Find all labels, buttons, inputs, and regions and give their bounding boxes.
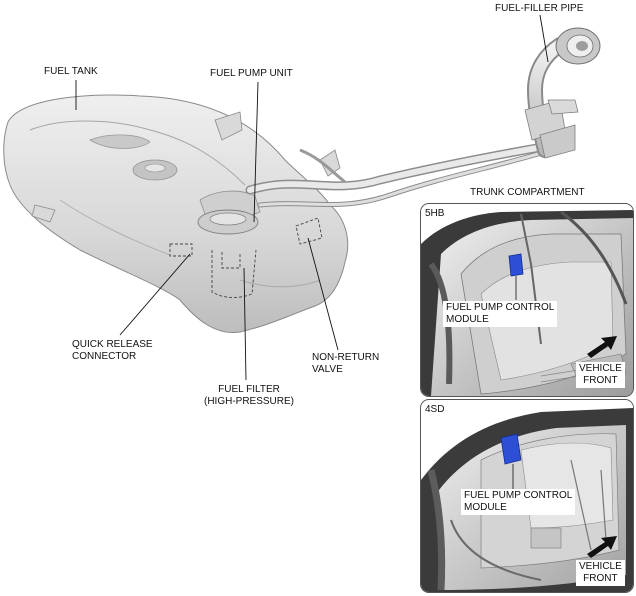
non-return-valve — [295, 217, 323, 245]
trunk-compartment-label: TRUNK COMPARTMENT — [470, 187, 585, 198]
non-return-valve-label: NON-RETURN VALVE — [312, 352, 380, 375]
vehicle-front-arrow-icon — [587, 536, 617, 558]
quick-release-connector — [169, 243, 193, 257]
leader-lines — [75, 14, 549, 381]
fuel-pump-unit-label: FUEL PUMP UNIT — [210, 68, 293, 79]
trunk-panel-5hb: 5HB FUEL PUMP CONTROL MODULE VEHICLE FRO… — [420, 203, 634, 397]
fuel-lines — [245, 141, 553, 208]
fuel-pump-control-module-5hb — [508, 253, 524, 277]
fuel-pump-control-module-label-5hb: FUEL PUMP CONTROL MODULE — [443, 301, 558, 327]
fuel-filler-pipe — [524, 27, 601, 159]
vehicle-front-arrow-icon — [587, 336, 617, 358]
fuel-pump-unit — [197, 209, 259, 298]
fuel-filler-pipe-label: FUEL-FILLER PIPE — [495, 3, 584, 14]
fuel-tank-label: FUEL TANK — [44, 66, 98, 77]
trunk-panel-4sd: 4SD FUEL PUMP CONTROL MODULE VEHICLE FRO… — [420, 399, 634, 593]
fuel-pump-control-module-label-4sd: FUEL PUMP CONTROL MODULE — [461, 489, 576, 515]
fuel-tank — [3, 94, 349, 334]
fuel-filter-label: FUEL FILTER (HIGH-PRESSURE) — [203, 384, 294, 407]
panel-tag-4sd: 4SD — [425, 404, 445, 415]
vehicle-front-label-5hb: VEHICLE FRONT — [576, 362, 625, 388]
fuel-pump-control-module-4sd — [500, 433, 522, 465]
vehicle-front-label-4sd: VEHICLE FRONT — [576, 560, 625, 586]
panel-tag-5hb: 5HB — [425, 208, 445, 219]
quick-release-connector-label: QUICK RELEASE CONNECTOR — [72, 339, 153, 362]
